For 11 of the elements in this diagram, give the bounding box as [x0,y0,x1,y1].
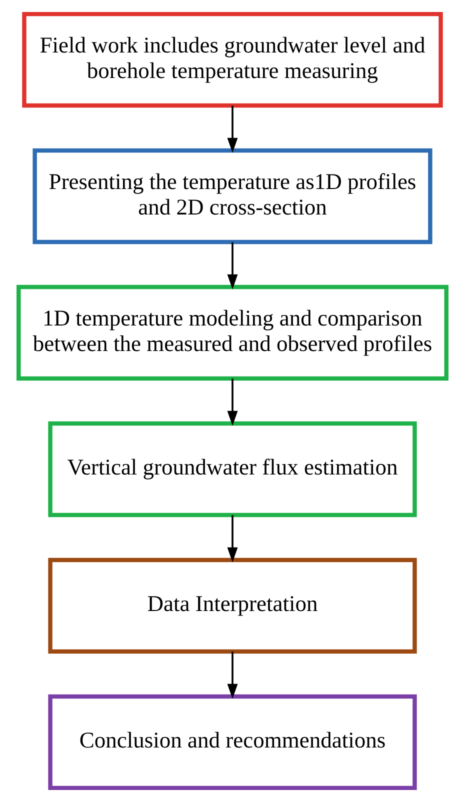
node-box: Vertical groundwater flux estimation [48,421,417,518]
arrow [227,515,238,562]
arrow [227,242,238,290]
node-box: Field work includes groundwater level and borehole temperature measuring [22,12,443,108]
node-box: Conclusion and recommendations [48,694,417,790]
node-box: 1D temperature modeling and comparison between the measured and observed profiles [16,284,448,381]
arrow [227,378,238,426]
arrow [227,106,238,153]
node-box: Data Interpretation [48,558,417,654]
node-box: Presenting the temperature as1D profiles and 2D cross-section [32,148,432,244]
arrow [227,652,238,699]
